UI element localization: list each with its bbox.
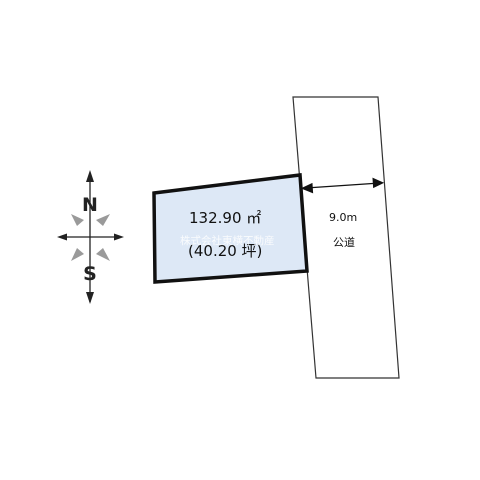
- watermark: 株式会社東横不動産: [180, 234, 275, 247]
- compass-south-label: S: [83, 263, 97, 285]
- arrow-northwest-icon: [71, 214, 84, 226]
- lot-area-sqm: 132.90 ㎡: [189, 209, 261, 227]
- arrow-southeast-icon: [96, 248, 110, 261]
- lot-area-tsubo: (40.20 坪): [188, 242, 262, 260]
- arrow-up-icon: [86, 170, 94, 182]
- lot-parcel: [152, 173, 309, 284]
- arrowhead-left-icon: [300, 182, 314, 194]
- road-type-label: 公道: [333, 235, 355, 249]
- road-strip: [292, 96, 400, 379]
- arrow-left-icon: [57, 233, 67, 241]
- compass-rose-icon: N S: [57, 170, 124, 304]
- road-width-label: 9.0m: [329, 211, 357, 224]
- compass-north-label: N: [82, 194, 98, 216]
- arrow-northeast-icon: [96, 214, 110, 226]
- road-width-dimension: [300, 177, 385, 194]
- arrow-right-icon: [114, 233, 124, 241]
- arrow-southwest-icon: [71, 248, 84, 261]
- arrowhead-right-icon: [372, 177, 385, 189]
- arrow-down-icon: [86, 292, 94, 304]
